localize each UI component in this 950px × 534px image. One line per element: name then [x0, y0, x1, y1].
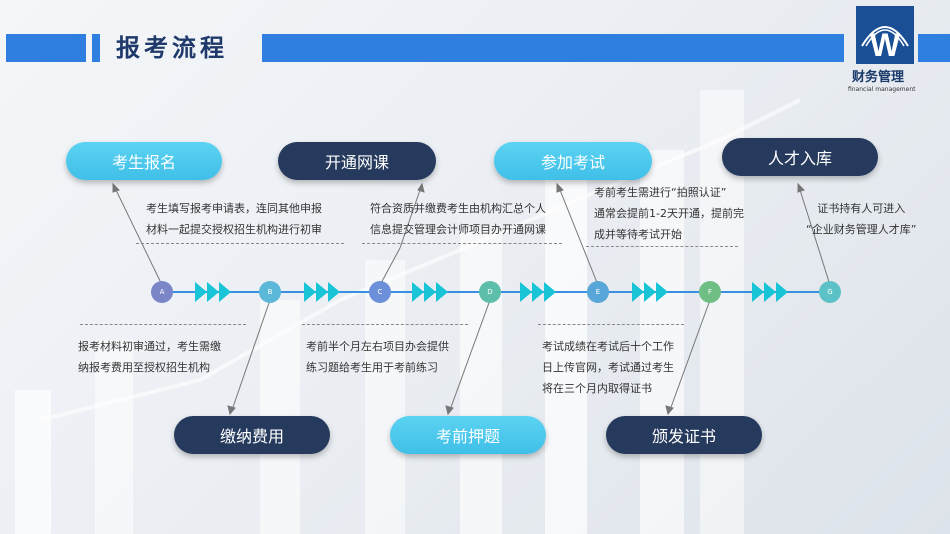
- logo-subtitle: financial management: [848, 86, 916, 93]
- node-d: D: [479, 281, 501, 303]
- step-pretest-desc: 考前半个月左右项目办会提供 练习题给考生用于考前练习: [306, 336, 449, 378]
- desc-line: 信息提交管理会计师项目办开通网课: [370, 223, 546, 236]
- desc-line: 考前考生需进行“拍照认证”: [594, 186, 727, 199]
- desc-line: “企业财务管理人才库”: [806, 223, 917, 236]
- node-c: C: [369, 281, 391, 303]
- divider-s6: [538, 324, 684, 325]
- desc-line: 报考材料初审通过，考生需缴: [78, 340, 221, 353]
- step-apply-desc: 考生填写报考申请表，连同其他申报 材料一起提交授权招生机构进行初审: [146, 198, 322, 240]
- header-bar-left: [6, 34, 86, 62]
- step-exam-pill: 参加考试: [494, 142, 652, 180]
- node-g: G: [819, 281, 841, 303]
- chevrons: [195, 282, 788, 302]
- header-bar-end: [918, 34, 950, 62]
- divider-s1: [136, 243, 344, 244]
- desc-line: 日上传官网，考试通过考生: [542, 361, 674, 374]
- desc-line: 考前半个月左右项目办会提供: [306, 340, 449, 353]
- page-title: 报考流程: [116, 34, 228, 62]
- header-bar-right: [262, 34, 844, 62]
- desc-line: 考生填写报考申请表，连同其他申报: [146, 202, 322, 215]
- logo-icon: W: [856, 6, 914, 64]
- node-e: E: [587, 281, 609, 303]
- desc-line: 练习题给考生用于考前练习: [306, 361, 438, 374]
- step-course-pill: 开通网课: [278, 142, 436, 180]
- header-bar-small: [92, 34, 100, 62]
- desc-line: 考试成绩在考试后十个工作: [542, 340, 674, 353]
- desc-line: 材料一起提交授权招生机构进行初审: [146, 223, 322, 236]
- desc-line: 将在三个月内取得证书: [542, 382, 652, 395]
- step-talent-desc: 证书持有人可进入 “企业财务管理人才库”: [806, 198, 916, 240]
- divider-s5: [586, 246, 738, 247]
- step-fee-pill: 缴纳费用: [174, 416, 330, 454]
- step-talent-pill: 人才入库: [722, 138, 878, 176]
- svg-text:W: W: [870, 27, 901, 63]
- desc-line: 证书持有人可进入: [817, 202, 906, 215]
- logo-name: 财务管理: [852, 70, 905, 85]
- desc-line: 纳报考费用至授权招生机构: [78, 361, 210, 374]
- divider-s4: [302, 324, 468, 325]
- logo: W 财务管理 financial management: [848, 6, 918, 98]
- node-a: A: [151, 281, 173, 303]
- desc-line: 通常会提前1-2天开通，提前完: [594, 207, 744, 220]
- node-b: B: [259, 281, 281, 303]
- step-cert-desc: 考试成绩在考试后十个工作 日上传官网，考试通过考生 将在三个月内取得证书: [542, 336, 674, 399]
- step-fee-desc: 报考材料初审通过，考生需缴 纳报考费用至授权招生机构: [78, 336, 221, 378]
- header-band: [0, 34, 950, 62]
- step-course-desc: 符合资质并缴费考生由机构汇总个人 信息提交管理会计师项目办开通网课: [370, 198, 546, 240]
- step-exam-desc: 考前考生需进行“拍照认证” 通常会提前1-2天开通，提前完 成并等待考试开始: [594, 182, 744, 245]
- desc-line: 成并等待考试开始: [594, 228, 682, 241]
- desc-line: 符合资质并缴费考生由机构汇总个人: [370, 202, 546, 215]
- divider-s2: [80, 324, 246, 325]
- node-f: F: [699, 281, 721, 303]
- step-cert-pill: 颁发证书: [606, 416, 762, 454]
- divider-s3: [362, 243, 562, 244]
- step-apply-pill: 考生报名: [66, 142, 222, 180]
- step-pretest-pill: 考前押题: [390, 416, 546, 454]
